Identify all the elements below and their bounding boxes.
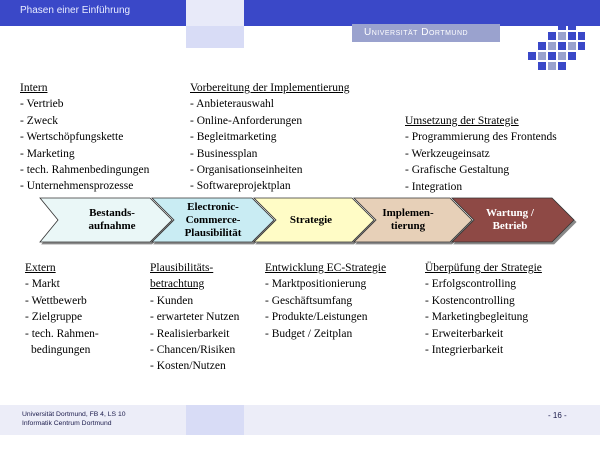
block-title: Intern: [20, 82, 48, 94]
list-item: - Kostencontrolling: [425, 294, 515, 307]
block-umsetzung: Umsetzung der Strategie - Programmierung…: [405, 113, 557, 195]
footer-bar: [0, 405, 600, 435]
block-ec-strategie: Entwicklung EC-Strategie - Marktposition…: [265, 260, 386, 342]
block-intern: Intern - Vertrieb - Zweck - Wertschöpfun…: [20, 80, 149, 195]
list-item: - Marketingbegleitung: [425, 311, 529, 324]
phase-arrow: [39, 197, 173, 243]
block-title: Extern: [25, 262, 56, 274]
list-item: - Marktpositionierung: [265, 278, 367, 291]
block-title: Entwicklung EC-Strategie: [265, 262, 387, 274]
list-item: - Vertrieb: [20, 98, 64, 111]
phase-arrow: [353, 197, 473, 243]
list-item: - Unternehmensprozesse: [20, 180, 134, 193]
list-item: - Integration: [405, 180, 463, 193]
list-item: - Erfolgscontrolling: [425, 278, 517, 291]
phase-arrow: [451, 197, 575, 243]
block-title: Vorbereitung der Implementierung: [190, 82, 350, 94]
footer-line: Informatik Centrum Dortmund: [22, 420, 112, 427]
block-title: Plausibilitäts-: [150, 262, 214, 274]
list-item: - Online-Anforderungen: [190, 114, 303, 127]
list-item: - Grafische Gestaltung: [405, 164, 510, 177]
slide-title: Phasen einer Einführung: [20, 5, 131, 16]
block-title: betrachtung: [150, 278, 205, 291]
block-ueberpruefung: Überpüfung der Strategie - Erfolgscontro…: [425, 260, 542, 358]
phase-label-implementierung: Implemen- tierung: [366, 207, 450, 233]
process-flow: [39, 197, 575, 243]
phase-label-line: Strategie: [289, 214, 333, 226]
block-title: Überpüfung der Strategie: [425, 262, 542, 274]
phase-label-line: Plausibilität: [184, 227, 242, 239]
phase-label-line: Wartung /: [486, 207, 534, 219]
footer-institution: Universität Dortmund, FB 4, LS 10 Inform…: [22, 410, 126, 428]
block-title: Umsetzung der Strategie: [405, 115, 519, 127]
list-item: - Marketing: [20, 147, 75, 160]
list-item: - Werkzeugeinsatz: [405, 147, 490, 160]
phase-label-bestandsaufnahme: Bestands- aufnahme: [72, 207, 152, 233]
phase-label-line: Commerce-: [185, 214, 241, 226]
university-logo-icon: [528, 22, 585, 70]
list-item: - Zweck: [20, 114, 58, 127]
list-item: - Zielgruppe: [25, 311, 83, 324]
block-plausibilitaet: Plausibilitäts- betrachtung - Kunden - e…: [150, 260, 239, 375]
list-item: - erwarteter Nutzen: [150, 311, 240, 324]
list-item: bedingungen: [31, 344, 91, 357]
list-item: - Geschäftsumfang: [265, 294, 353, 307]
list-item: - Budget / Zeitplan: [265, 327, 353, 340]
list-item: - Begleitmarketing: [190, 131, 277, 144]
footer-line: Universität Dortmund, FB 4, LS 10: [22, 411, 126, 418]
list-item: - tech. Rahmen-: [25, 327, 99, 340]
block-vorbereitung: Vorbereitung der Implementierung - Anbie…: [190, 80, 349, 195]
phase-arrow: [151, 197, 275, 243]
block-extern: Extern - Markt - Wettbewerb - Zielgruppe…: [25, 260, 99, 358]
header-tab-accent: [186, 0, 244, 26]
slide-header: Phasen einer Einführung Universität Dort…: [0, 0, 600, 72]
list-item: - Realisierbarkeit: [150, 327, 230, 340]
list-item: - Markt: [25, 278, 60, 291]
list-item: - Programmierung des Frontends: [405, 131, 557, 144]
list-item: - Wettbewerb: [25, 294, 87, 307]
list-item: - Kosten/Nutzen: [150, 360, 226, 373]
list-item: - Anbieterauswahl: [190, 98, 274, 111]
list-item: - Chancen/Risiken: [150, 344, 236, 357]
list-item: - Softwareprojektplan: [190, 180, 291, 193]
list-item: - Organisationseinheiten: [190, 164, 303, 177]
list-item: - Integrierbarkeit: [425, 344, 504, 357]
phase-label-line: Bestands-: [89, 207, 135, 219]
phase-label-line: tierung: [390, 220, 426, 232]
header-bar: [0, 0, 600, 26]
university-name: Universität Dortmund: [352, 24, 500, 42]
list-item: - tech. Rahmenbedingungen: [20, 164, 150, 177]
list-item: - Erweiterbarkeit: [425, 327, 504, 340]
list-item: - Businessplan: [190, 147, 258, 160]
phase-label-line: aufnahme: [88, 220, 136, 232]
list-item: - Kunden: [150, 294, 194, 307]
phase-arrow: [253, 197, 375, 243]
header-tab-accent-lower: [186, 26, 244, 48]
page-number: - 16 -: [548, 411, 567, 420]
phase-label-line: Electronic-: [187, 201, 239, 213]
phase-label-line: Betrieb: [492, 220, 528, 232]
phase-label-plausibilitaet: Electronic- Commerce- Plausibilität: [170, 201, 256, 240]
list-item: - Wertschöpfungskette: [20, 131, 124, 144]
phase-label-wartung: Wartung / Betrieb: [468, 207, 552, 233]
footer-tab-accent: [186, 405, 244, 435]
phase-label-strategie: Strategie: [276, 214, 346, 227]
phase-label-line: Implemen-: [382, 207, 434, 219]
list-item: - Produkte/Leistungen: [265, 311, 368, 324]
